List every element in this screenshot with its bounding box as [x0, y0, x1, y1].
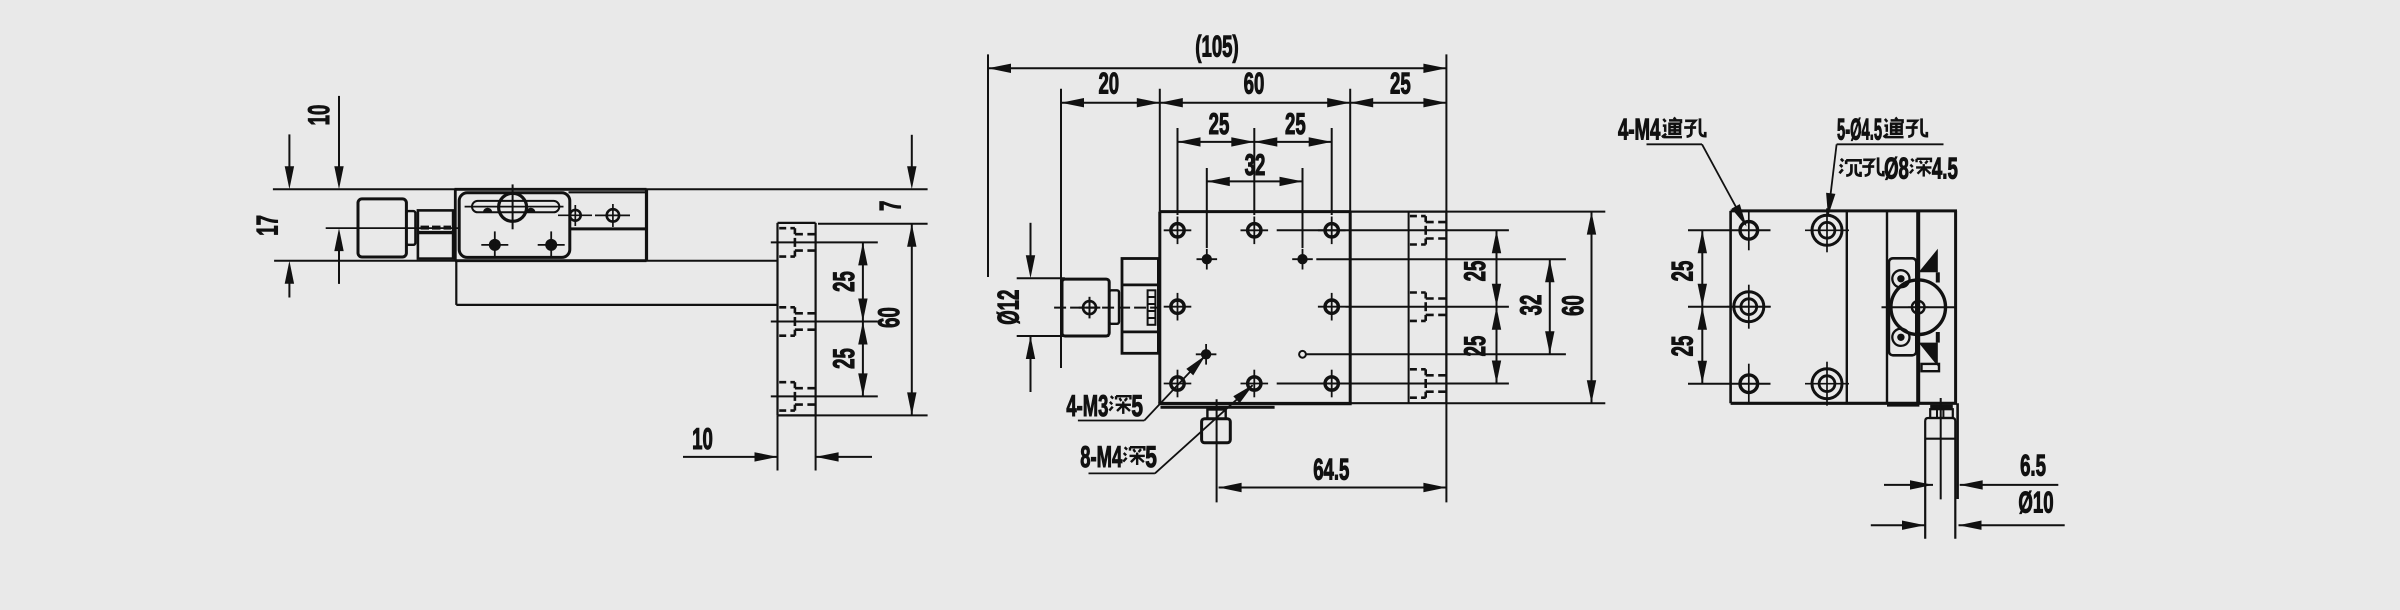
- svg-text:64.5: 64.5: [1313, 453, 1349, 486]
- svg-text:60: 60: [1557, 295, 1590, 316]
- svg-text:60: 60: [1244, 67, 1265, 100]
- svg-text:(105): (105): [1195, 30, 1238, 63]
- svg-text:4-M3: 4-M3: [1066, 390, 1108, 423]
- svg-text:25: 25: [1209, 108, 1230, 141]
- svg-text:5: 5: [1145, 441, 1157, 474]
- svg-text:25: 25: [1285, 108, 1306, 141]
- svg-text:17: 17: [252, 215, 285, 236]
- svg-text:32: 32: [1515, 295, 1548, 316]
- svg-text:60: 60: [873, 307, 906, 328]
- svg-text:5-Ø4.5: 5-Ø4.5: [1837, 114, 1882, 147]
- svg-text:25: 25: [1666, 261, 1699, 282]
- svg-text:32: 32: [1245, 149, 1266, 182]
- svg-text:7: 7: [874, 201, 907, 211]
- svg-text:25: 25: [1390, 67, 1411, 100]
- svg-text:4-M4: 4-M4: [1618, 114, 1661, 147]
- svg-text:20: 20: [1098, 67, 1119, 100]
- svg-text:6.5: 6.5: [2020, 450, 2046, 483]
- svg-text:10: 10: [692, 423, 713, 456]
- svg-text:25: 25: [1666, 336, 1699, 357]
- svg-text:Ø12: Ø12: [992, 290, 1025, 325]
- svg-text:10: 10: [303, 105, 336, 126]
- svg-text:4.5: 4.5: [1932, 153, 1958, 186]
- svg-text:25: 25: [1459, 336, 1492, 357]
- svg-text:25: 25: [828, 271, 861, 292]
- svg-text:25: 25: [1459, 261, 1492, 282]
- svg-text:8-M4: 8-M4: [1080, 441, 1122, 474]
- svg-text:25: 25: [828, 348, 861, 369]
- svg-text:Ø8: Ø8: [1884, 153, 1909, 186]
- svg-text:Ø10: Ø10: [2018, 486, 2053, 519]
- svg-text:5: 5: [1131, 390, 1143, 423]
